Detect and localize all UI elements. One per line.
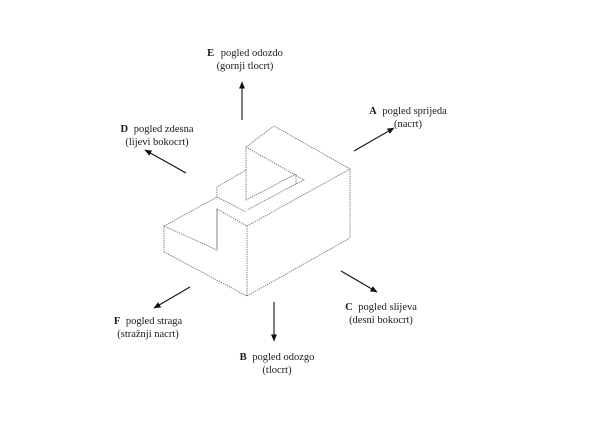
label-c: C pogled slijeva (desni bokocrt) — [345, 302, 417, 326]
label-a-letter: A — [369, 106, 377, 117]
object-inner-edge-2 — [245, 170, 297, 201]
object-inner-edge-1 — [245, 146, 305, 185]
object-notch-top — [216, 196, 247, 213]
arrow-f-down-left — [153, 286, 191, 309]
label-a-sub: (nacrt) — [394, 119, 422, 130]
label-e: E pogled odozdo (gornji tlocrt) — [207, 48, 283, 72]
label-c-letter: C — [345, 302, 353, 313]
object-bottom-right — [246, 237, 351, 297]
label-f-letter: F — [114, 316, 120, 327]
svg-text:B pogled odozgo: B pogled odozgo — [240, 352, 315, 363]
object-inner-edge-3 — [246, 183, 297, 211]
object-bottom-left — [163, 251, 248, 297]
isometric-object — [163, 125, 351, 297]
label-f: F pogled straga (stražnji nacrt) — [114, 316, 183, 340]
label-e-sub: (gornji tlocrt) — [217, 61, 274, 72]
svg-text:A pogled sprijeda: A pogled sprijeda — [369, 106, 447, 117]
arrow-a-up-right — [353, 127, 395, 152]
label-d: D pogled zdesna (lijevi bokocrt) — [121, 124, 194, 148]
object-top-edges — [163, 125, 351, 251]
label-a-name: pogled sprijeda — [382, 106, 447, 117]
label-b-name: pogled odozgo — [252, 352, 314, 363]
label-b: B pogled odozgo (tlocrt) — [240, 352, 315, 376]
label-d-name: pogled zdesna — [134, 124, 194, 135]
label-f-sub: (stražnji nacrt) — [117, 329, 179, 340]
label-b-letter: B — [240, 352, 247, 363]
svg-text:F pogled straga: F pogled straga — [114, 316, 183, 327]
label-d-sub: (lijevi bokocrt) — [125, 137, 189, 148]
label-e-letter: E — [207, 48, 214, 59]
label-f-name: pogled straga — [126, 316, 183, 327]
label-c-name: pogled slijeva — [358, 302, 417, 313]
svg-text:D pogled zdesna: D pogled zdesna — [121, 124, 194, 135]
arrow-c-down-right — [340, 270, 378, 293]
label-c-sub: (desni bokocrt) — [349, 315, 413, 326]
svg-text:E pogled odozdo: E pogled odozdo — [207, 48, 283, 59]
arrow-d-up-left — [144, 149, 187, 174]
label-d-letter: D — [121, 124, 129, 135]
label-b-sub: (tlocrt) — [262, 365, 292, 376]
label-a: A pogled sprijeda (nacrt) — [369, 106, 447, 130]
label-e-name: pogled odozdo — [221, 48, 283, 59]
svg-text:C pogled slijeva: C pogled slijeva — [345, 302, 417, 313]
